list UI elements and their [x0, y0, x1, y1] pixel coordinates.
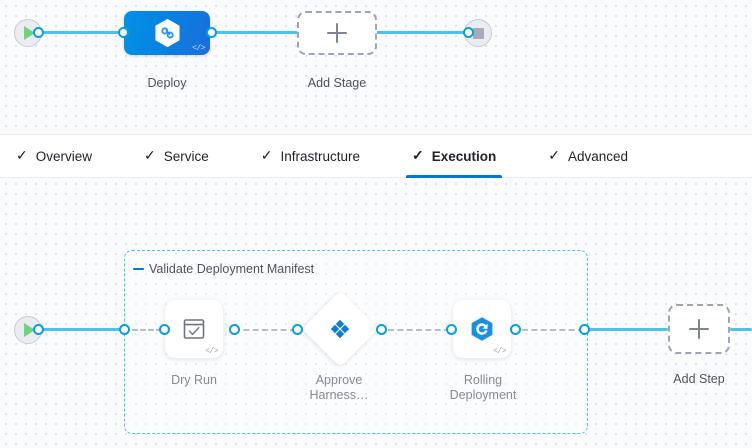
group-in-port[interactable] — [119, 324, 130, 335]
check-icon: ✓ — [412, 147, 424, 163]
tab-advanced[interactable]: ✓ Advanced — [542, 135, 648, 177]
group-out-port[interactable] — [579, 324, 590, 335]
link-dryrun-to-approve — [234, 329, 296, 331]
link-addstage-to-end — [372, 31, 468, 34]
tab-service[interactable]: ✓ Service — [138, 135, 229, 177]
step-group-header[interactable]: Validate Deployment Manifest — [133, 262, 314, 276]
dry-run-checklist-icon — [183, 319, 205, 339]
tab-overview[interactable]: ✓ Overview — [10, 135, 112, 177]
add-stage-label: Add Stage — [307, 76, 367, 90]
step-group-title: Validate Deployment Manifest — [149, 262, 315, 276]
check-icon: ✓ — [260, 147, 273, 163]
link-start-to-group — [30, 328, 126, 331]
tab-label: Execution — [431, 148, 497, 164]
link-rolling-to-group-out — [522, 329, 584, 331]
stop-icon — [472, 27, 484, 39]
link-group-in-to-dryrun — [132, 329, 162, 331]
tab-infrastructure[interactable]: ✓ Infrastructure — [255, 135, 380, 177]
approve-port-in[interactable] — [292, 324, 303, 335]
deploy-node-port-in[interactable] — [118, 27, 129, 38]
rolling-port-out[interactable] — [510, 324, 521, 335]
dryrun-port-out[interactable] — [229, 324, 240, 335]
tab-label: Overview — [35, 148, 92, 164]
check-icon: ✓ — [144, 147, 156, 163]
link-group-to-addstep — [588, 328, 668, 331]
add-stage-button[interactable] — [297, 11, 377, 55]
code-badge-icon: </> — [192, 44, 205, 53]
harness-approval-icon — [330, 319, 350, 339]
link-addstep-onward — [730, 328, 752, 331]
approve-port-out[interactable] — [376, 324, 387, 335]
rolling-deployment-icon — [471, 317, 493, 341]
stage-tabs[interactable]: ✓ Overview ✓ Service ✓ Infrastructure ✓ … — [0, 134, 752, 178]
deploy-node-port-out[interactable] — [206, 27, 217, 38]
play-icon — [24, 323, 35, 337]
plus-icon — [689, 319, 709, 339]
execution-canvas[interactable]: Validate Deployment Manifest </> — [0, 178, 752, 448]
step-node-rolling-deployment[interactable]: </> — [453, 300, 511, 358]
check-icon: ✓ — [548, 147, 560, 163]
play-icon — [24, 26, 35, 40]
code-badge-icon: </> — [205, 347, 218, 356]
tab-label: Advanced — [568, 148, 629, 164]
stage-label-deploy: Deploy — [147, 76, 187, 90]
tab-label: Service — [163, 148, 209, 164]
start-node-port[interactable] — [33, 27, 44, 38]
tab-label: Infrastructure — [280, 148, 361, 164]
execution-start-port[interactable] — [33, 324, 44, 335]
step-node-dry-run[interactable]: </> — [165, 300, 223, 358]
dryrun-port-in[interactable] — [159, 324, 170, 335]
link-deploy-to-addstage — [212, 31, 304, 34]
stage-canvas[interactable]: </> Deploy Add Stage — [0, 0, 752, 134]
tab-execution[interactable]: ✓ Execution — [406, 135, 516, 178]
tab-underline — [406, 175, 503, 178]
add-step-label: Add Step — [673, 372, 725, 386]
link-start-to-deploy — [30, 31, 126, 34]
link-approve-to-rolling — [388, 329, 450, 331]
check-icon: ✓ — [16, 147, 28, 163]
add-step-button[interactable] — [668, 304, 730, 354]
rolling-port-in[interactable] — [446, 324, 457, 335]
stage-node-deploy[interactable]: </> — [124, 11, 210, 55]
code-badge-icon: </> — [493, 347, 506, 356]
end-node-port[interactable] — [463, 27, 474, 38]
plus-icon — [327, 23, 347, 43]
collapse-minus-icon[interactable] — [133, 268, 144, 270]
harness-hexagon-icon — [154, 18, 180, 48]
